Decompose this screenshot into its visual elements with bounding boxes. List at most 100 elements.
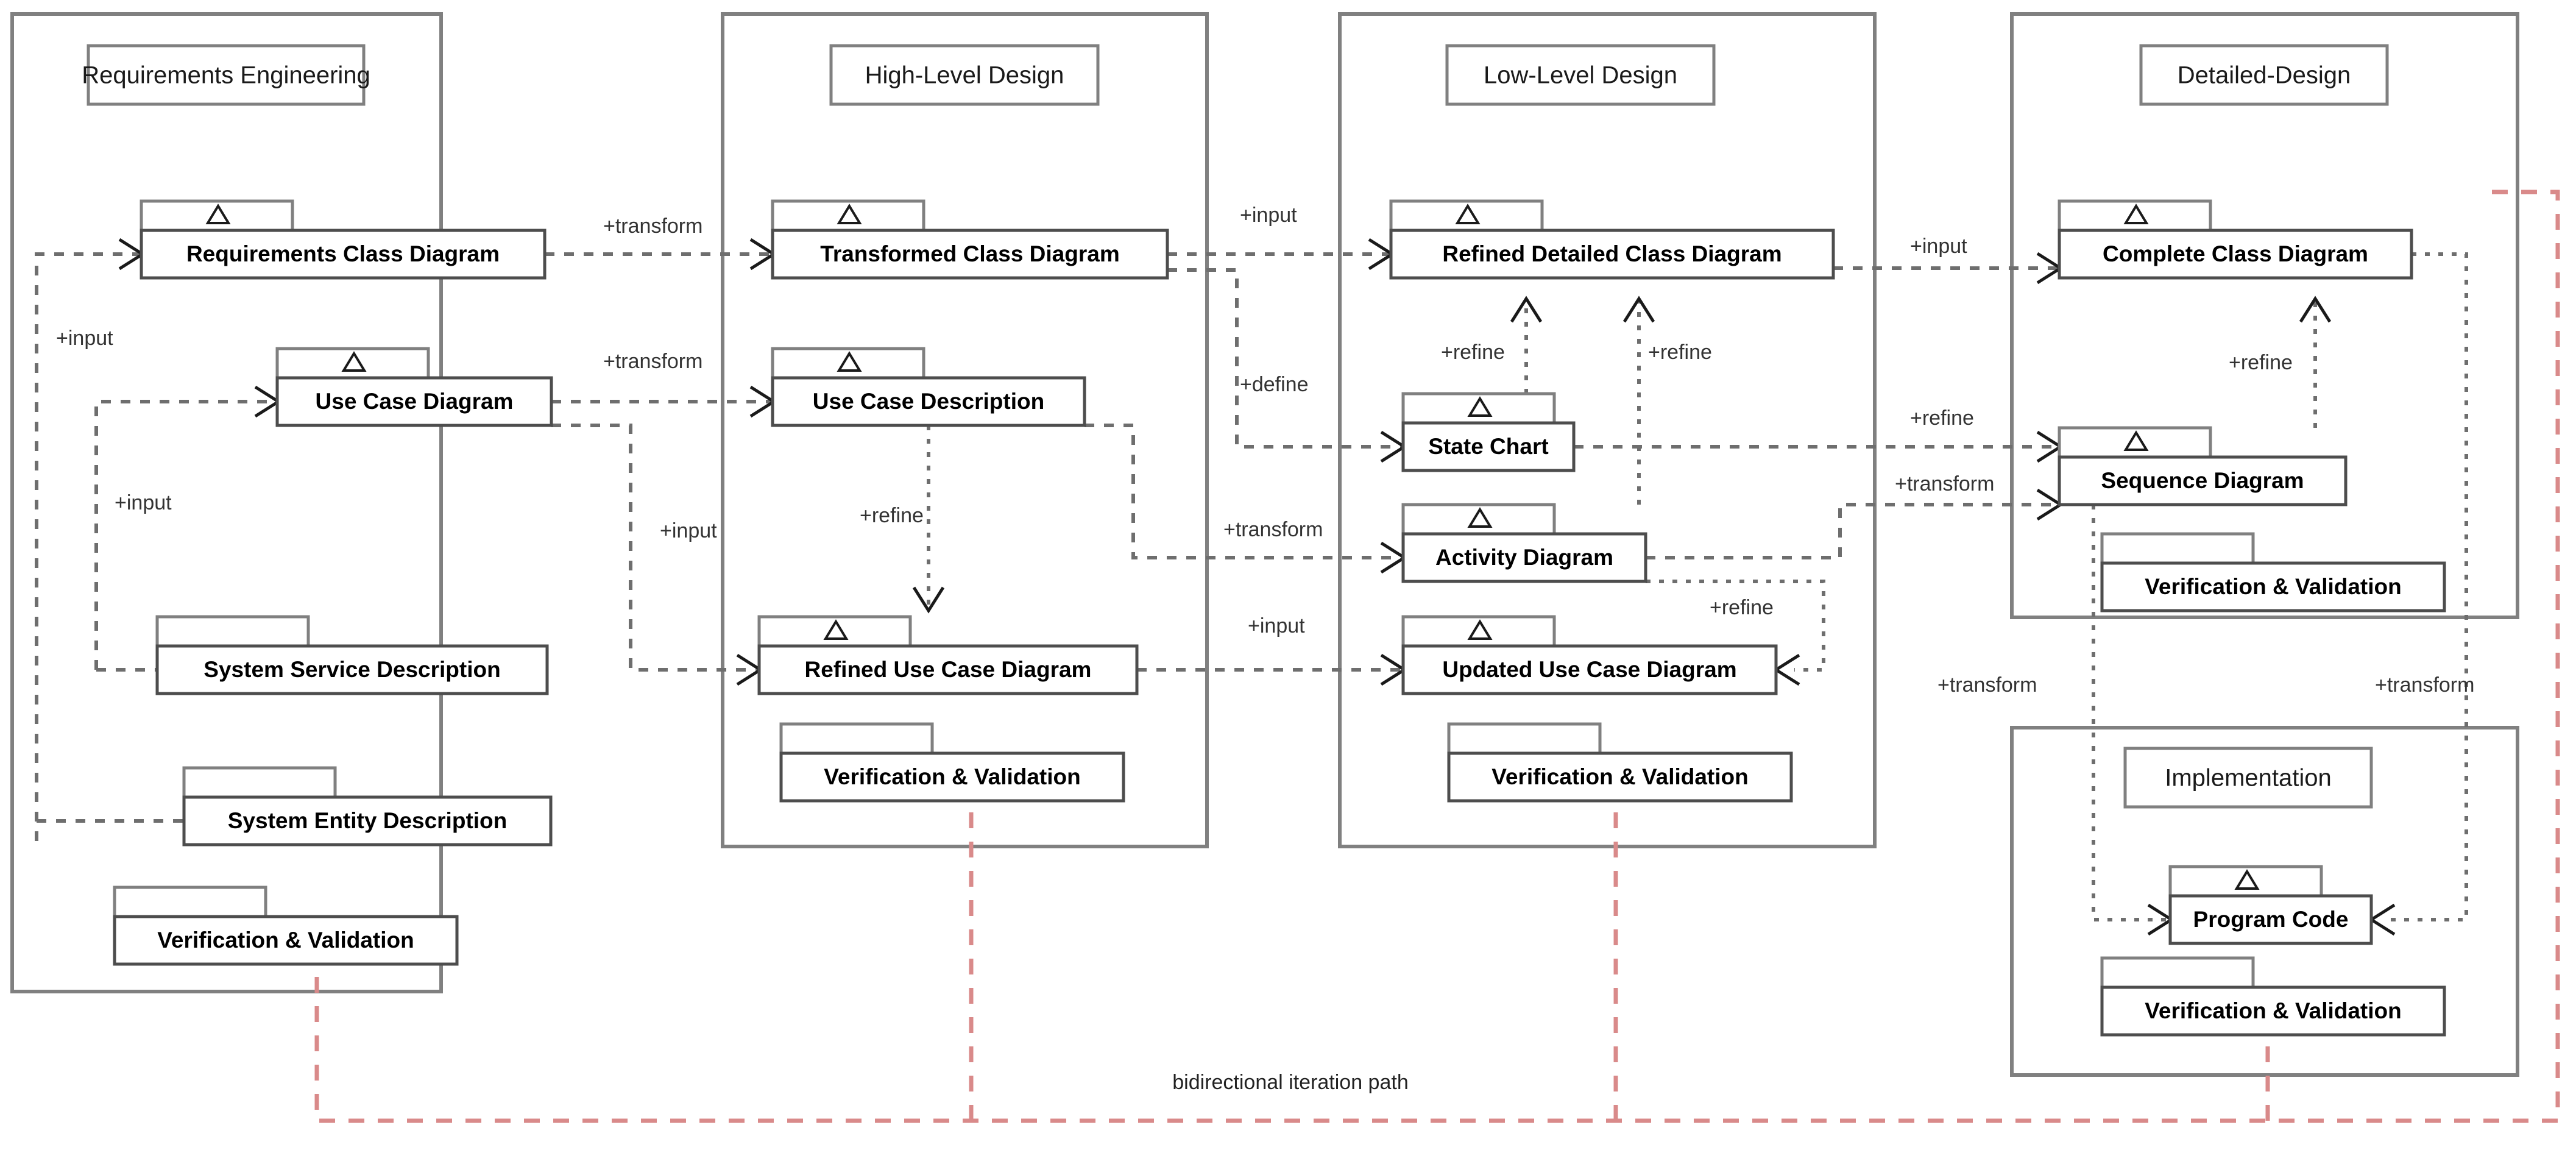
abstraction-triangle-icon (341, 351, 367, 372)
phase-frame-requirements-engineering[interactable] (10, 12, 443, 993)
package-label: Complete Class Diagram (2103, 241, 2368, 266)
edge-labels: +transform +input +transform +input +inp… (56, 204, 2474, 697)
edge-sequence-diagram-to-program-code[interactable] (2092, 505, 2170, 921)
phase-frame-high-level-design[interactable] (721, 12, 1209, 848)
package-dd-verification-validation[interactable]: Verification & Validation (2100, 532, 2446, 612)
package-tab (275, 347, 430, 380)
phase-frame-low-level-design[interactable] (1338, 12, 1877, 848)
edge-label-dd-to-impl-transform-left: +transform (1937, 673, 2037, 697)
phase-title-detailed-design[interactable]: Detailed-Design (2139, 44, 2389, 106)
package-tab (2058, 199, 2212, 232)
package-refined-use-case-diagram[interactable]: Refined Use Case Diagram (757, 615, 1139, 695)
package-complete-class-diagram[interactable]: Complete Class Diagram (2058, 199, 2413, 280)
package-body (771, 376, 1086, 427)
phase-frame-implementation[interactable] (2010, 726, 2519, 1077)
package-body (2058, 229, 2413, 280)
package-body (1401, 421, 1576, 472)
phase-title-low-level-design[interactable]: Low-Level Design (1445, 44, 1716, 106)
package-tab (155, 615, 310, 648)
package-body (155, 644, 549, 695)
package-label: Verification & Validation (157, 928, 414, 953)
package-body (779, 751, 1125, 803)
package-tab (2100, 532, 2255, 565)
edge-label-hld-refine-usecase: +refine (860, 504, 924, 527)
package-label: Verification & Validation (1491, 764, 1749, 789)
package-updated-use-case-diagram[interactable]: Updated Use Case Diagram (1401, 615, 1778, 695)
iteration-path-line[interactable] (314, 190, 2560, 1123)
phase-title-box (87, 44, 366, 106)
package-use-case-diagram[interactable]: Use Case Diagram (275, 347, 553, 427)
package-hld-verification-validation[interactable]: Verification & Validation (779, 722, 1125, 803)
package-label: Verification & Validation (2145, 998, 2402, 1023)
package-use-case-description[interactable]: Use Case Description (771, 347, 1086, 427)
edge-label-lld-refine-updated-usecase: +refine (1710, 596, 1774, 619)
edge-label-lld-to-dd-class-input: +input (1910, 235, 1967, 258)
package-label: Refined Detailed Class Diagram (1442, 241, 1782, 266)
package-refined-detailed-class-diagram[interactable]: Refined Detailed Class Diagram (1389, 199, 1835, 280)
edge-label-dd-refine-sequence: +refine (2229, 351, 2293, 374)
edge-label-hld-to-lld-class-input: +input (1240, 204, 1297, 227)
package-re-verification-validation[interactable]: Verification & Validation (113, 886, 459, 966)
package-label: Transformed Class Diagram (820, 241, 1119, 266)
package-label: Activity Diagram (1435, 545, 1613, 570)
package-body (2100, 985, 2446, 1037)
phase-frame-detailed-design[interactable] (2010, 12, 2519, 619)
edge-transformed-class-to-state-chart[interactable] (1167, 268, 1403, 449)
package-program-code[interactable]: Program Code (2168, 865, 2373, 945)
package-state-chart[interactable]: State Chart (1401, 392, 1576, 472)
package-body (2168, 894, 2373, 945)
package-label: Requirements Class Diagram (186, 241, 500, 266)
arrowhead-refine-up-from-state-chart (1510, 296, 1543, 323)
package-tab (113, 886, 267, 918)
package-label: Use Case Description (813, 389, 1044, 414)
phase-title-label: Low-Level Design (1484, 62, 1677, 89)
package-label: Verification & Validation (824, 764, 1081, 789)
edge-use-case-description-to-activity-diagram[interactable] (1085, 424, 1403, 559)
edge-label-hld-input-refined-usecase: +input (660, 519, 717, 542)
abstraction-triangle-icon (1467, 396, 1493, 417)
package-body (1389, 229, 1835, 280)
package-tab (1447, 722, 1602, 755)
edge-label-re-internal-input-top: +input (56, 327, 113, 350)
edge-use-case-diagram-to-refined-use-case-diagram[interactable] (551, 424, 759, 672)
bidirectional-iteration-path[interactable]: bidirectional iteration path (314, 190, 2560, 1123)
abstraction-triangle-icon (2123, 430, 2149, 451)
phase-titles: Requirements Engineering High-Level Desi… (82, 44, 2389, 809)
phase-title-label: Detailed-Design (2178, 62, 2351, 89)
package-label: Refined Use Case Diagram (805, 657, 1092, 682)
edge-complete-class-to-program-code[interactable] (2390, 252, 2468, 921)
edge-input-to-requirements-class-diagram[interactable] (35, 252, 141, 841)
package-body (1401, 644, 1778, 695)
arrowhead-refine-up-from-activity-diagram (1622, 296, 1655, 323)
package-tab (2058, 426, 2212, 459)
edge-label-lld-refine-statechart: +refine (1441, 341, 1505, 364)
package-activity-diagram[interactable]: Activity Diagram (1401, 503, 1647, 583)
phase-title-implementation[interactable]: Implementation (2123, 747, 2373, 809)
package-transformed-class-diagram[interactable]: Transformed Class Diagram (771, 199, 1169, 280)
package-tab (2168, 865, 2323, 898)
arrowhead-updated-use-case-from-activity (1773, 653, 1800, 686)
edge-activity-diagram-to-sequence-diagram[interactable] (1646, 503, 2059, 559)
package-sequence-diagram[interactable]: Sequence Diagram (2058, 426, 2348, 506)
package-body (1447, 751, 1793, 803)
phase-title-requirements-engineering[interactable]: Requirements Engineering (82, 44, 370, 106)
abstraction-triangle-icon (823, 619, 849, 640)
package-body (275, 376, 553, 427)
package-requirements-class-diagram[interactable]: Requirements Class Diagram (140, 199, 547, 280)
phase-title-high-level-design[interactable]: High-Level Design (829, 44, 1100, 106)
phase-title-label: Implementation (2165, 765, 2331, 792)
package-impl-verification-validation[interactable]: Verification & Validation (2100, 956, 2446, 1037)
iteration-path-label: bidirectional iteration path (1172, 1071, 1408, 1094)
package-system-entity-description[interactable]: System Entity Description (182, 766, 553, 847)
abstraction-triangle-icon (1467, 507, 1493, 528)
package-body (182, 795, 553, 847)
package-label: System Entity Description (228, 808, 508, 833)
package-label: Sequence Diagram (2101, 468, 2304, 493)
edge-label-re-internal-input-mid: +input (115, 491, 172, 514)
abstraction-triangle-icon (837, 351, 862, 372)
package-tab (1389, 199, 1544, 232)
package-lld-verification-validation[interactable]: Verification & Validation (1447, 722, 1793, 803)
package-system-service-description[interactable]: System Service Description (155, 615, 549, 695)
edge-label-lld-to-dd-transform: +transform (1895, 472, 1994, 495)
abstraction-triangle-icon (2234, 869, 2260, 890)
